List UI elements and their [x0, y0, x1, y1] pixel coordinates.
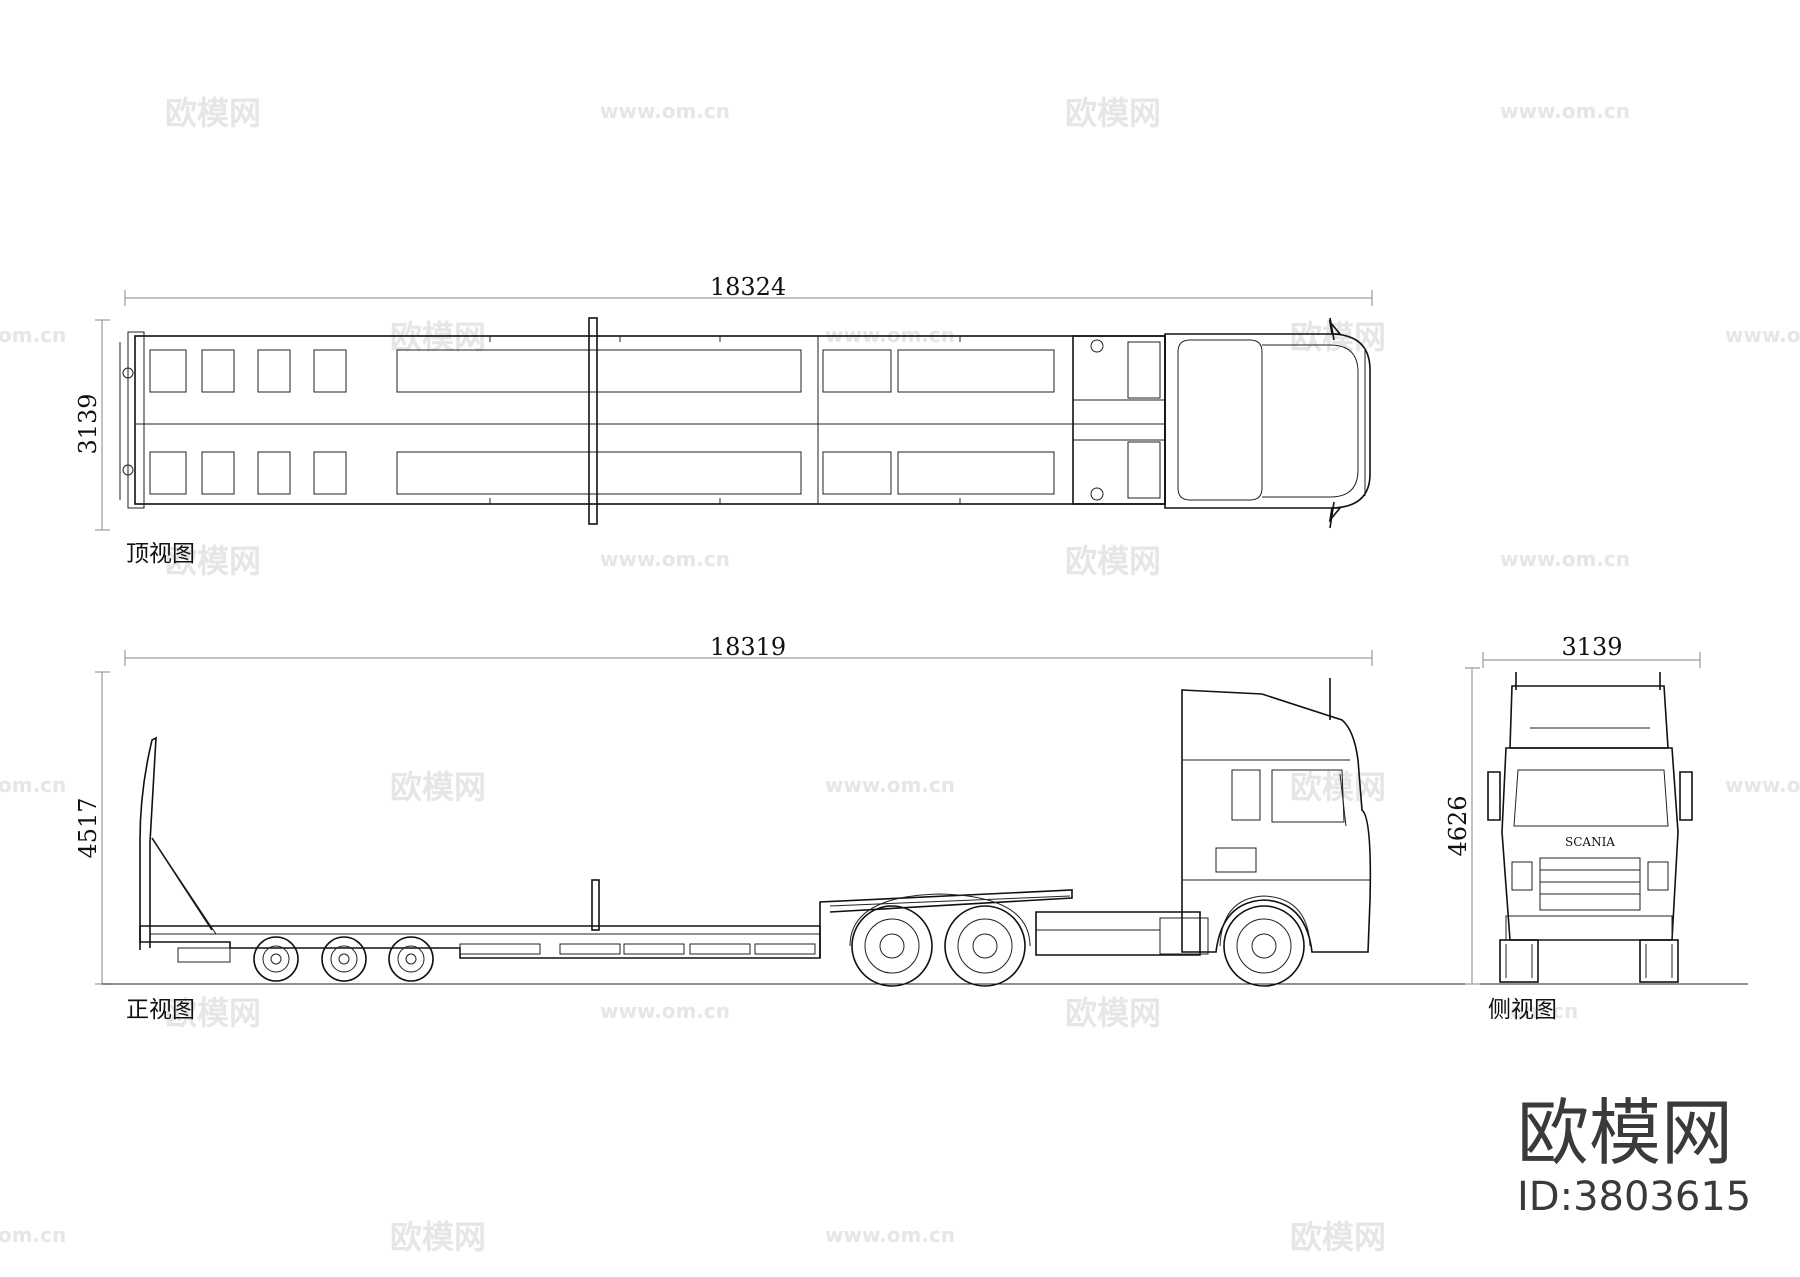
- watermark-brand: 欧模网: [165, 94, 261, 132]
- watermark-site-partial: om.cn: [0, 1223, 66, 1247]
- watermark-brand: 欧模网: [165, 994, 261, 1032]
- trailer-wheel: [388, 936, 434, 982]
- top-view: 18324 3139: [74, 273, 1373, 567]
- watermark-site-partial: om.cn: [0, 323, 66, 347]
- asset-id: ID:3803615: [1517, 1174, 1751, 1220]
- brand-name: 欧模网: [1517, 1091, 1733, 1175]
- top-view-label: 顶视图: [126, 541, 195, 567]
- grille-brand-text: SCANIA: [1565, 835, 1615, 849]
- branding-block: 欧模网 ID:3803615: [1517, 1091, 1751, 1220]
- drive-wheel: [944, 905, 1026, 987]
- front-view-height-dimension: 4517: [74, 671, 110, 985]
- watermark-brand: 欧模网: [1065, 542, 1161, 580]
- side-view-width-value: 3139: [1561, 633, 1622, 661]
- watermark-site: www.om.cn: [600, 99, 730, 123]
- top-view-width-dimension: 3139: [74, 319, 110, 531]
- watermark-site: www.om.cn: [825, 323, 955, 347]
- watermark-site: www.om.cn: [1500, 99, 1630, 123]
- tractor-chassis-top: [1072, 335, 1166, 505]
- watermark-brand: 欧模网: [165, 542, 261, 580]
- watermark-site: www.om.cn: [825, 773, 955, 797]
- front-view-length-value: 18319: [710, 633, 786, 661]
- side-view-height-dimension: 4626: [1444, 667, 1480, 985]
- trailer-wheels: [253, 936, 434, 982]
- watermarks: 欧模网 www.om.cn 欧模网 www.om.cn om.cn 欧模网 ww…: [0, 94, 1800, 1256]
- watermark-brand: 欧模网: [1290, 768, 1386, 806]
- drive-wheel: [851, 905, 933, 987]
- front-view-length-dimension: 18319: [124, 633, 1373, 666]
- watermark-site: www.om.cn: [825, 1223, 955, 1247]
- watermark-brand: 欧模网: [1290, 318, 1386, 356]
- front-view-label: 正视图: [126, 997, 195, 1023]
- watermark-site: www.om.cn: [600, 999, 730, 1023]
- side-view: 3139 4626 SCANIA: [1444, 633, 1701, 1023]
- watermark-site: www.om.cn: [1725, 323, 1800, 347]
- watermark-site-partial: om.cn: [0, 773, 66, 797]
- front-view-height-value: 4517: [74, 797, 102, 858]
- watermark-brand: 欧模网: [390, 768, 486, 806]
- watermark-site: www.om.cn: [1500, 547, 1630, 571]
- watermark-brand: 欧模网: [390, 1218, 486, 1256]
- tractor-drive-wheels: [849, 893, 1311, 987]
- side-view-label: 侧视图: [1488, 997, 1557, 1023]
- trailer-wheel: [321, 936, 367, 982]
- steer-wheel: [1223, 905, 1305, 987]
- top-view-length-dimension: 18324: [124, 273, 1373, 306]
- watermark-brand: 欧模网: [1290, 1218, 1386, 1256]
- trailer-side-frame: [139, 879, 1073, 963]
- watermark-site-partial: om.cn: [1510, 999, 1578, 1023]
- watermark-brand: 欧模网: [1065, 94, 1161, 132]
- top-view-width-value: 3139: [74, 393, 102, 454]
- cab-side: [1181, 678, 1372, 953]
- tractor-side-chassis: [1035, 911, 1209, 956]
- trailer-wheel: [253, 936, 299, 982]
- cab-top: [1164, 317, 1371, 529]
- trailer-rear-ramp: [139, 736, 217, 950]
- watermark-site: www.om.cn: [600, 547, 730, 571]
- side-view-width-dimension: 3139: [1482, 633, 1701, 668]
- side-view-height-value: 4626: [1444, 795, 1472, 856]
- trailer-top-outline: [119, 331, 1166, 509]
- watermark-site: www.om.cn: [1725, 773, 1800, 797]
- front-view: 18319 4517: [74, 633, 1748, 1023]
- watermark-brand: 欧模网: [1065, 994, 1161, 1032]
- top-view-length-value: 18324: [710, 273, 786, 301]
- cab-front: SCANIA: [1487, 672, 1693, 983]
- deck-openings: [201, 317, 1055, 525]
